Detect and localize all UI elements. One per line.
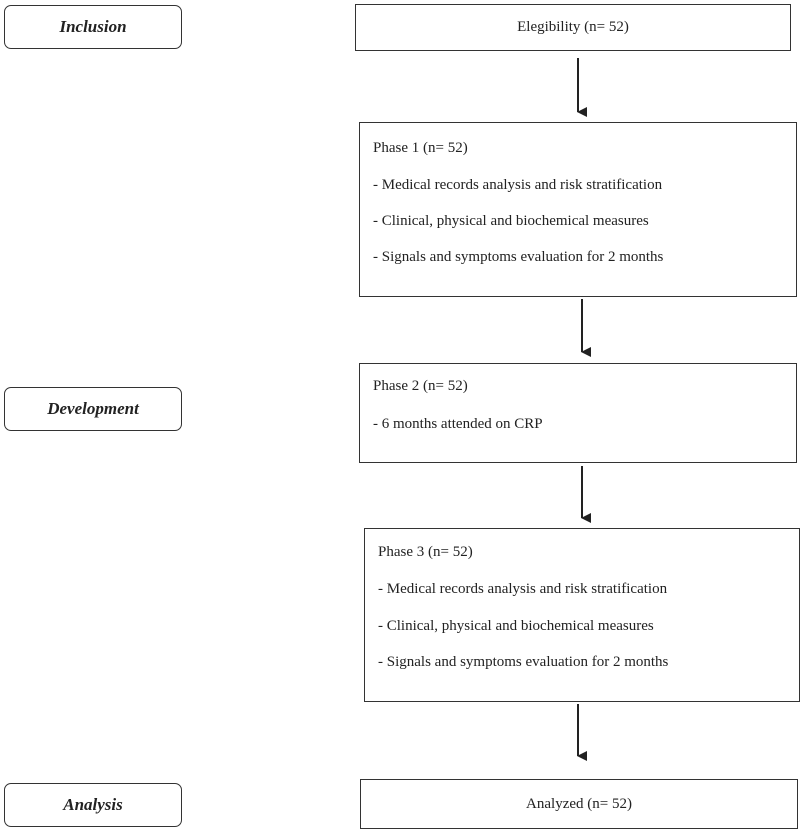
- phase2-line: - 6 months attended on CRP: [373, 416, 543, 432]
- phase1-box: Phase 1 (n= 52) - Medical records analys…: [359, 122, 797, 297]
- stage-development: Development: [4, 387, 182, 431]
- phase1-line: - Medical records analysis and risk stra…: [373, 177, 663, 193]
- phase3-heading: Phase 3 (n= 52): [378, 544, 473, 560]
- stage-analysis: Analysis: [4, 783, 182, 827]
- phase3-line: - Clinical, physical and biochemical mea…: [378, 618, 654, 634]
- phase3-line: - Signals and symptoms evaluation for 2 …: [378, 654, 669, 670]
- analyzed-label: Analyzed (n= 52): [526, 795, 632, 812]
- stage-inclusion: Inclusion: [4, 5, 182, 49]
- phase2-box: Phase 2 (n= 52) - 6 months attended on C…: [359, 363, 797, 463]
- phase1-line: - Signals and symptoms evaluation for 2 …: [373, 249, 664, 265]
- phase3-line: - Medical records analysis and risk stra…: [378, 581, 668, 597]
- phase3-box: Phase 3 (n= 52) - Medical records analys…: [364, 528, 800, 702]
- eligibility-label: Elegibility (n= 52): [517, 19, 629, 35]
- analyzed-box: Analyzed (n= 52): [360, 779, 798, 829]
- eligibility-box: Elegibility (n= 52): [355, 4, 791, 51]
- phase1-line: - Clinical, physical and biochemical mea…: [373, 213, 649, 229]
- phase2-heading: Phase 2 (n= 52): [373, 378, 468, 394]
- phase1-heading: Phase 1 (n= 52): [373, 140, 468, 156]
